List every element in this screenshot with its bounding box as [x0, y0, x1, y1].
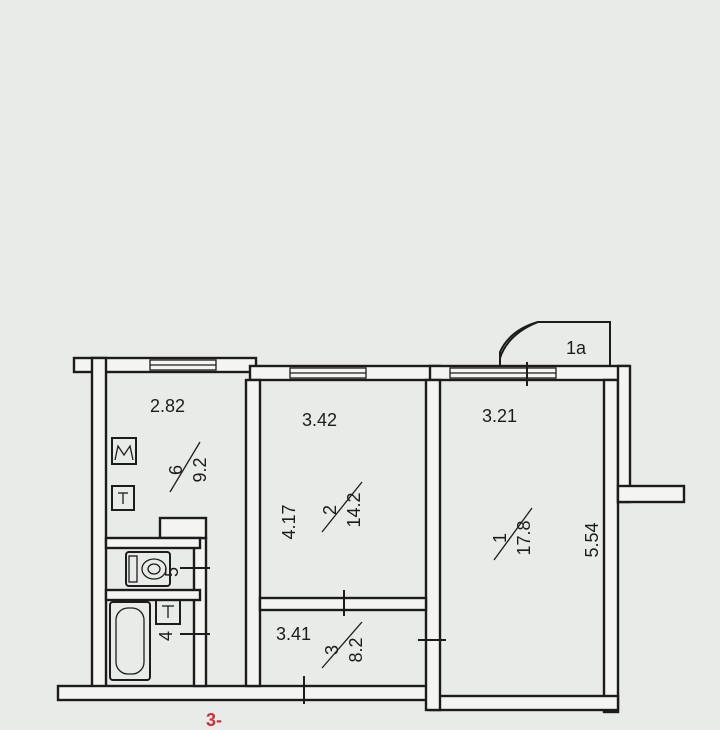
room-labels: 2.82 6 9.2 3.42 4.17 2 14.2 3.21 5.54 1 …	[150, 396, 602, 669]
left-wall	[90, 356, 108, 698]
toilet-bowl-icon	[125, 551, 171, 587]
toilet-number: 5	[162, 567, 182, 577]
partition-room2-room1	[424, 378, 442, 712]
bath-block-wall	[192, 536, 208, 688]
balcony-label: 1a	[566, 338, 587, 358]
washbasin-icon	[155, 599, 181, 625]
stove-icon	[111, 437, 137, 465]
room2-area: 14.2	[344, 492, 364, 527]
room1-number: 1	[490, 533, 510, 543]
room2-width: 3.42	[302, 410, 337, 430]
bottom-wall-left	[56, 684, 440, 702]
bottom-wall-right	[428, 694, 620, 712]
room3-width: 3.41	[276, 624, 311, 644]
room2-number: 2	[320, 505, 340, 515]
right-pilaster	[616, 364, 632, 504]
kitchen-area: 9.2	[190, 457, 210, 482]
hall-stub	[158, 516, 208, 540]
room3-area: 8.2	[346, 637, 366, 662]
room3-number: 3	[322, 645, 342, 655]
interior-walls	[104, 378, 446, 712]
toilet-bath-divider	[104, 588, 202, 602]
room2-length: 4.17	[279, 504, 299, 539]
right-wall	[602, 378, 620, 714]
kitchen-number: 6	[166, 465, 186, 475]
windows	[149, 359, 557, 386]
balcony-outline	[499, 321, 611, 366]
toilet-top-wall	[104, 536, 202, 550]
partition-kitchen-room2	[244, 378, 262, 688]
room1-width: 3.21	[482, 406, 517, 426]
room1-area: 17.8	[514, 520, 534, 555]
bathtub-icon	[109, 601, 151, 681]
room1-length: 5.54	[582, 522, 602, 557]
red-fragment: 3-	[206, 710, 222, 730]
outer-walls	[56, 356, 686, 714]
right-protrusion	[616, 484, 686, 504]
bathroom-number: 4	[156, 631, 176, 641]
sink-icon	[111, 485, 135, 511]
balcony: 1a	[499, 321, 611, 366]
fixtures	[109, 437, 181, 681]
kitchen-width: 2.82	[150, 396, 185, 416]
